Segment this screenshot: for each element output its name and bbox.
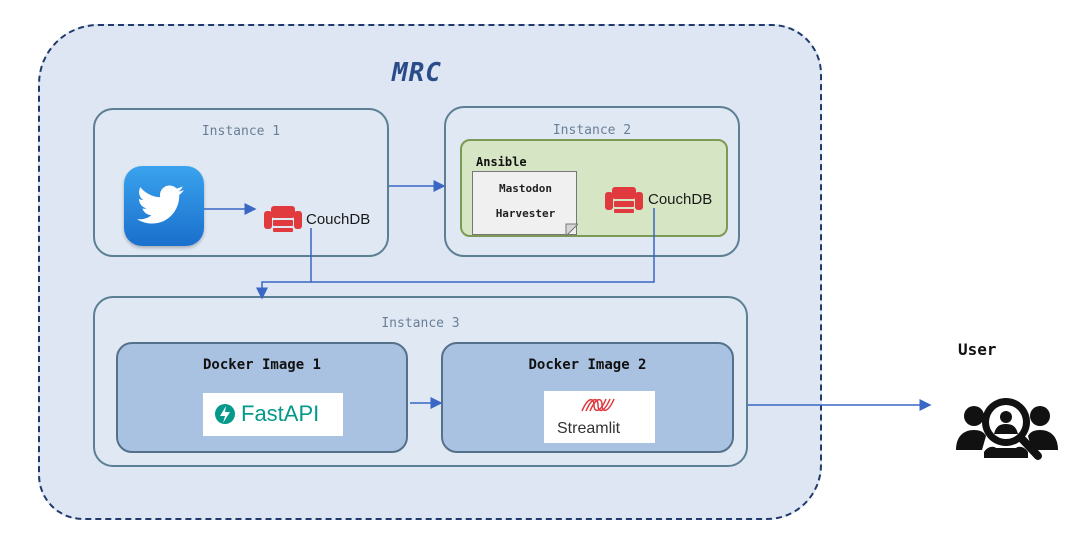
note-fold-icon — [565, 223, 578, 236]
note-line-2: Harvester — [495, 207, 556, 220]
note-line-1: Mastodon — [499, 182, 552, 195]
fastapi-icon — [215, 404, 235, 424]
mastodon-harvester-note: Mastodon Harvester — [472, 171, 578, 236]
arrow-couchdb1-to-instance3 — [256, 228, 312, 300]
instance-2-label: Instance 2 — [552, 123, 632, 138]
couchdb-sofa-icon-2 — [605, 187, 643, 213]
streamlit-logo: Streamlit — [544, 391, 655, 443]
docker-image-2-label: Docker Image 2 — [528, 357, 647, 373]
couchdb-icon — [263, 204, 303, 234]
docker-image-1-label: Docker Image 1 — [202, 357, 321, 373]
streamlit-label: Streamlit — [557, 420, 621, 437]
user-search-icon — [954, 392, 1060, 472]
users-magnifier-icon — [956, 398, 1058, 460]
fastapi-label: FastAPI — [241, 401, 320, 426]
streamlit-icon — [581, 398, 615, 412]
couchdb-label-1: CouchDB — [306, 211, 371, 228]
arrow-couchdb2-to-instance3 — [311, 208, 655, 283]
couchdb-label-2: CouchDB — [648, 191, 713, 208]
twitter-icon — [124, 166, 204, 246]
instance-3-label: Instance 3 — [381, 316, 460, 331]
user-label: User — [958, 340, 997, 359]
mrc-title-text: MRC — [392, 58, 442, 88]
couchdb-icon-2 — [604, 185, 644, 215]
ansible-label: Ansible — [476, 155, 527, 169]
twitter-bird-icon — [137, 185, 184, 224]
instance-1-label: Instance 1 — [201, 124, 281, 139]
fastapi-logo: FastAPI — [203, 393, 343, 436]
couchdb-sofa-icon-1 — [264, 206, 302, 232]
